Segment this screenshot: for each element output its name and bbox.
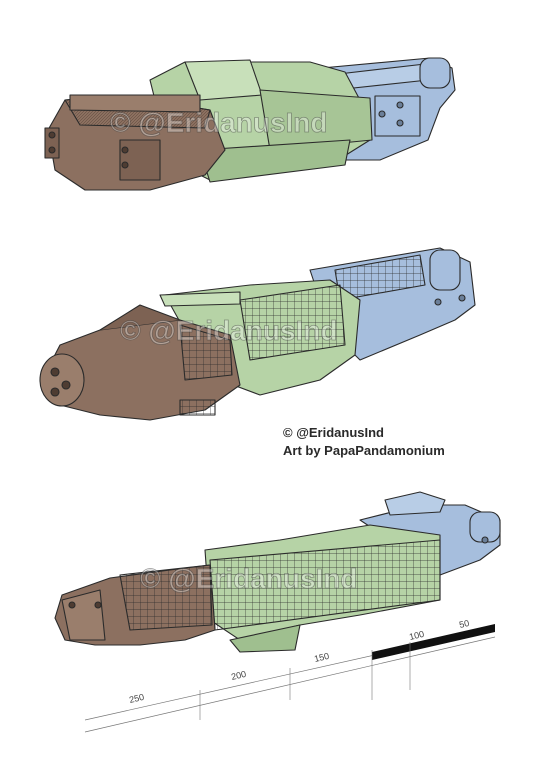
scale-bar: 250 200 150 100 50: [84, 618, 496, 733]
ship-view-side: [44, 57, 456, 191]
scale-label-200: 200: [230, 669, 247, 682]
scale-label-50: 50: [458, 618, 470, 630]
ship-view-angled: [39, 247, 476, 421]
watermark-top: © @EridanusInd: [110, 107, 328, 138]
artist-credit: Art by PapaPandamonium: [283, 443, 445, 458]
watermark-bottom: © @EridanusInd: [140, 563, 358, 594]
copyright-credit: © @EridanusInd: [283, 425, 384, 440]
scale-label-100: 100: [408, 629, 425, 642]
scale-label-250: 250: [128, 692, 145, 705]
ship-view-perspective: [54, 491, 501, 653]
watermarks: © @EridanusInd © @EridanusInd © @Eridanu…: [110, 107, 358, 595]
scale-label-150: 150: [313, 651, 330, 664]
watermark-middle: © @EridanusInd: [120, 315, 338, 346]
